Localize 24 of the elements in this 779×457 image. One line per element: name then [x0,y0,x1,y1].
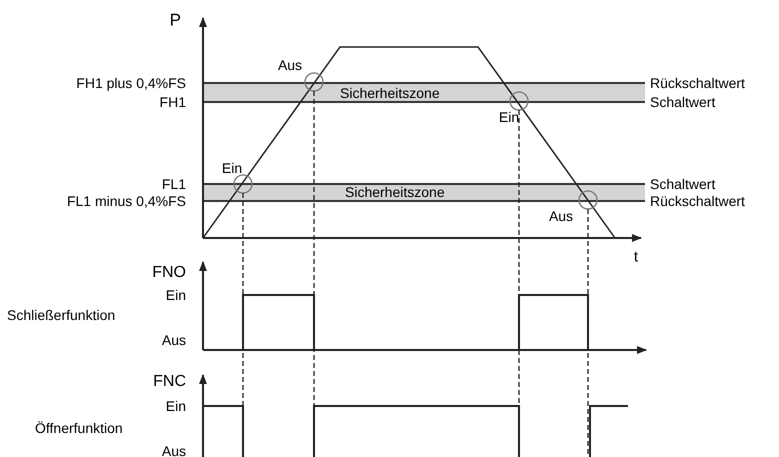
axis-label: Ein [166,288,186,302]
axis-label: Schließerfunktion [7,308,116,322]
axis-label: FH1 plus 0,4%FS [76,76,186,90]
axis-label: Ein [222,161,242,175]
axis-label: Sicherheitszone [340,86,440,100]
axis-label: FNO [152,265,186,281]
axis-label: Rückschaltwert [650,76,745,90]
axis-label: Ein [498,110,520,124]
axis-label: Sicherheitszone [345,185,445,199]
axis-label: FL1 minus 0,4%FS [66,194,186,208]
axis-label: FNC [153,374,186,390]
axis-label: FL1 [162,177,186,191]
axis-label: P [170,12,181,28]
axis-label: Ein [166,399,186,413]
axis-label: FH1 [160,95,186,109]
axis-label: Schaltwert [650,177,716,191]
axis-label: Aus [548,209,574,223]
axis-label: Schaltwert [650,95,716,109]
axis-label: Öffnerfunktion [35,421,123,435]
axis-label: Aus [162,444,186,457]
axis-label: Aus [162,333,186,347]
axis-label: Aus [278,58,302,72]
axis-label: t [634,250,638,264]
axis-label: Rückschaltwert [650,194,745,208]
